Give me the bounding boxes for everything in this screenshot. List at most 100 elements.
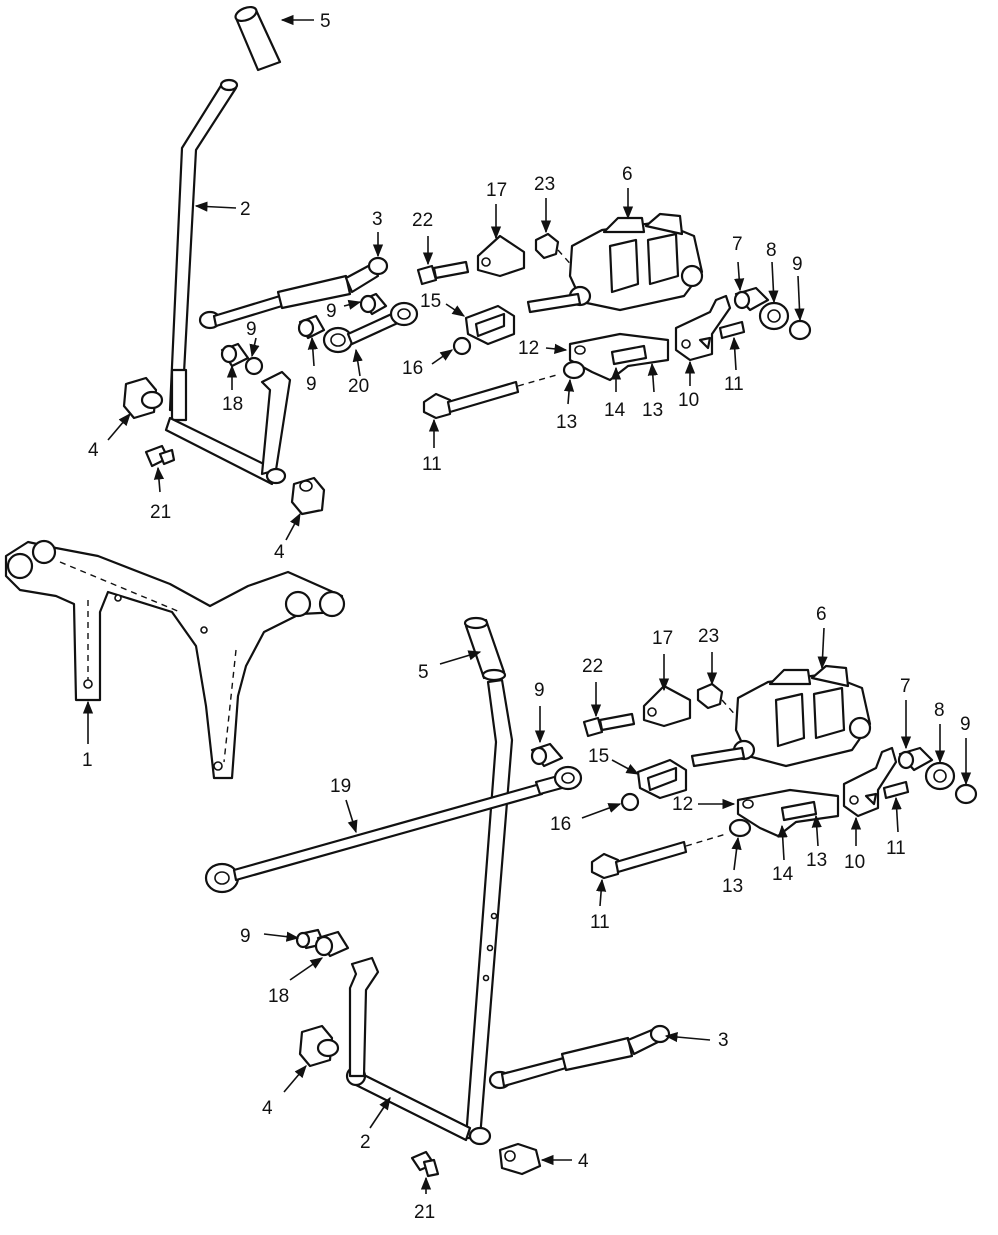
- callout-14-lower: 14: [772, 864, 794, 885]
- callout-2-lower: 2: [360, 1132, 371, 1153]
- bracket-part-12-upper: [568, 332, 670, 382]
- callout-6-upper: 6: [622, 164, 633, 185]
- lever-part-2-lower: [345, 678, 514, 1146]
- fork-part-10-upper: [674, 294, 732, 362]
- bracket-part-17-upper: [476, 234, 526, 278]
- callout-5-lower: 5: [418, 662, 429, 683]
- callout-4-upper-b: 4: [274, 542, 285, 563]
- bolt-part-21-upper: [144, 444, 176, 468]
- callout-11-lower-a: 11: [590, 912, 610, 933]
- callout-13-upper-b: 13: [642, 400, 663, 421]
- callout-19: 19: [330, 776, 351, 797]
- rod-part-3-lower: [488, 1024, 671, 1090]
- callout-23-upper: 23: [534, 174, 555, 195]
- bushing-part-9-upper-c: [297, 314, 326, 340]
- link-part-20-upper: [322, 301, 419, 354]
- pin-part-11-lower: [882, 780, 910, 800]
- clevis-part-15-upper: [464, 304, 516, 346]
- callout-13-upper-a: 13: [556, 412, 577, 433]
- bushing-part-9-lower-a: [530, 742, 564, 768]
- callout-5-upper: 5: [320, 11, 331, 32]
- bolt-part-11-upper-long: [422, 380, 520, 420]
- callout-9-upper-b: 9: [246, 319, 257, 340]
- bushing-part-7-lower: [897, 746, 934, 772]
- callout-20: 20: [348, 376, 369, 397]
- bushing-part-16-upper: [452, 336, 472, 356]
- lever-part-2-upper: [164, 78, 292, 486]
- callout-22-lower: 22: [582, 656, 603, 677]
- bushing-part-18-lower: [314, 930, 350, 958]
- bushing-part-9-upper-b: [359, 292, 388, 316]
- rod-end-part-8-lower: [924, 761, 956, 791]
- callout-21-upper: 21: [150, 502, 171, 523]
- callout-4-lower-a: 4: [262, 1098, 273, 1119]
- callout-3-upper: 3: [372, 209, 383, 230]
- callout-8-upper: 8: [766, 240, 777, 261]
- bushing-part-16-lower: [620, 792, 640, 812]
- callout-15-lower: 15: [588, 746, 609, 767]
- bolt-part-22-lower: [582, 712, 636, 738]
- valve-part-6-lower: [732, 664, 872, 768]
- callout-17-lower: 17: [652, 628, 673, 649]
- bracket-part-12-lower: [736, 788, 840, 838]
- callout-1: 1: [82, 750, 93, 771]
- callout-13-lower-b: 13: [806, 850, 827, 871]
- callout-9-lower-a: 9: [534, 680, 545, 701]
- callout-21-lower: 21: [414, 1202, 435, 1223]
- bushing-part-9-upper-d: [788, 319, 812, 341]
- bolt-part-21-lower: [410, 1150, 440, 1178]
- nut-part-23-upper: [534, 232, 560, 260]
- rod-part-3-upper: [198, 256, 389, 330]
- bolt-part-22-upper: [416, 260, 470, 286]
- callout-12-upper: 12: [518, 338, 539, 359]
- upper-assembly: [122, 5, 812, 516]
- callout-14-upper: 14: [604, 400, 626, 421]
- leader-lines: [82, 14, 972, 1194]
- callout-11-upper-b: 11: [724, 374, 744, 395]
- callout-3-lower: 3: [718, 1030, 729, 1051]
- knob-part-5-upper: [234, 5, 282, 72]
- callout-10-lower: 10: [844, 852, 865, 873]
- callout-4-lower-b: 4: [578, 1151, 589, 1172]
- callout-11-upper-a: 11: [422, 454, 442, 475]
- callout-6-lower: 6: [816, 604, 827, 625]
- knob-part-5-lower: [463, 616, 507, 682]
- cover-part-4-lower-right: [498, 1142, 542, 1176]
- callout-18-lower: 18: [268, 986, 289, 1007]
- callout-15-upper: 15: [420, 291, 441, 312]
- callout-22-upper: 22: [412, 210, 433, 231]
- nut-part-23-lower: [696, 682, 724, 710]
- bushing-part-13-upper-a: [562, 360, 586, 380]
- fork-part-10-lower: [842, 746, 898, 818]
- callout-7-upper: 7: [732, 234, 743, 255]
- clevis-part-15-lower: [636, 758, 688, 800]
- callout-9-upper-d: 9: [792, 254, 803, 275]
- rod-end-part-8-upper: [758, 301, 790, 331]
- bushing-part-7-upper: [733, 286, 770, 312]
- callout-10-upper: 10: [678, 390, 699, 411]
- support-frame-part-1: [4, 539, 346, 780]
- callout-12-lower: 12: [672, 794, 693, 815]
- callout-9-upper-c: 9: [306, 374, 317, 395]
- bushing-part-13-lower-a: [728, 818, 752, 838]
- callout-13-lower-a: 13: [722, 876, 743, 897]
- rod-part-19-lower: [204, 765, 583, 894]
- callout-16-upper: 16: [402, 358, 423, 379]
- callout-9-lower-b: 9: [240, 926, 251, 947]
- bushing-part-18-upper: [220, 342, 250, 368]
- bracket-part-17-lower: [642, 684, 692, 728]
- callout-8-lower: 8: [934, 700, 945, 721]
- bolt-part-11-lower-long: [590, 840, 688, 880]
- pin-part-11-upper: [718, 320, 746, 340]
- cover-part-4-lower-left: [298, 1024, 340, 1068]
- lower-assembly: [204, 616, 978, 1178]
- callout-11-lower-b: 11: [886, 838, 906, 859]
- bushing-part-9-upper-a: [244, 356, 264, 376]
- cover-part-4-upper-right: [290, 476, 326, 516]
- bushing-part-9-lower-c: [954, 783, 978, 805]
- callouts: 5 2 3 9 9 18 9 20 4 21 4 22 17 23 6 15 1…: [82, 11, 971, 1223]
- callout-23-lower: 23: [698, 626, 719, 647]
- callout-9-lower-c: 9: [960, 714, 971, 735]
- callout-2-upper: 2: [240, 199, 251, 220]
